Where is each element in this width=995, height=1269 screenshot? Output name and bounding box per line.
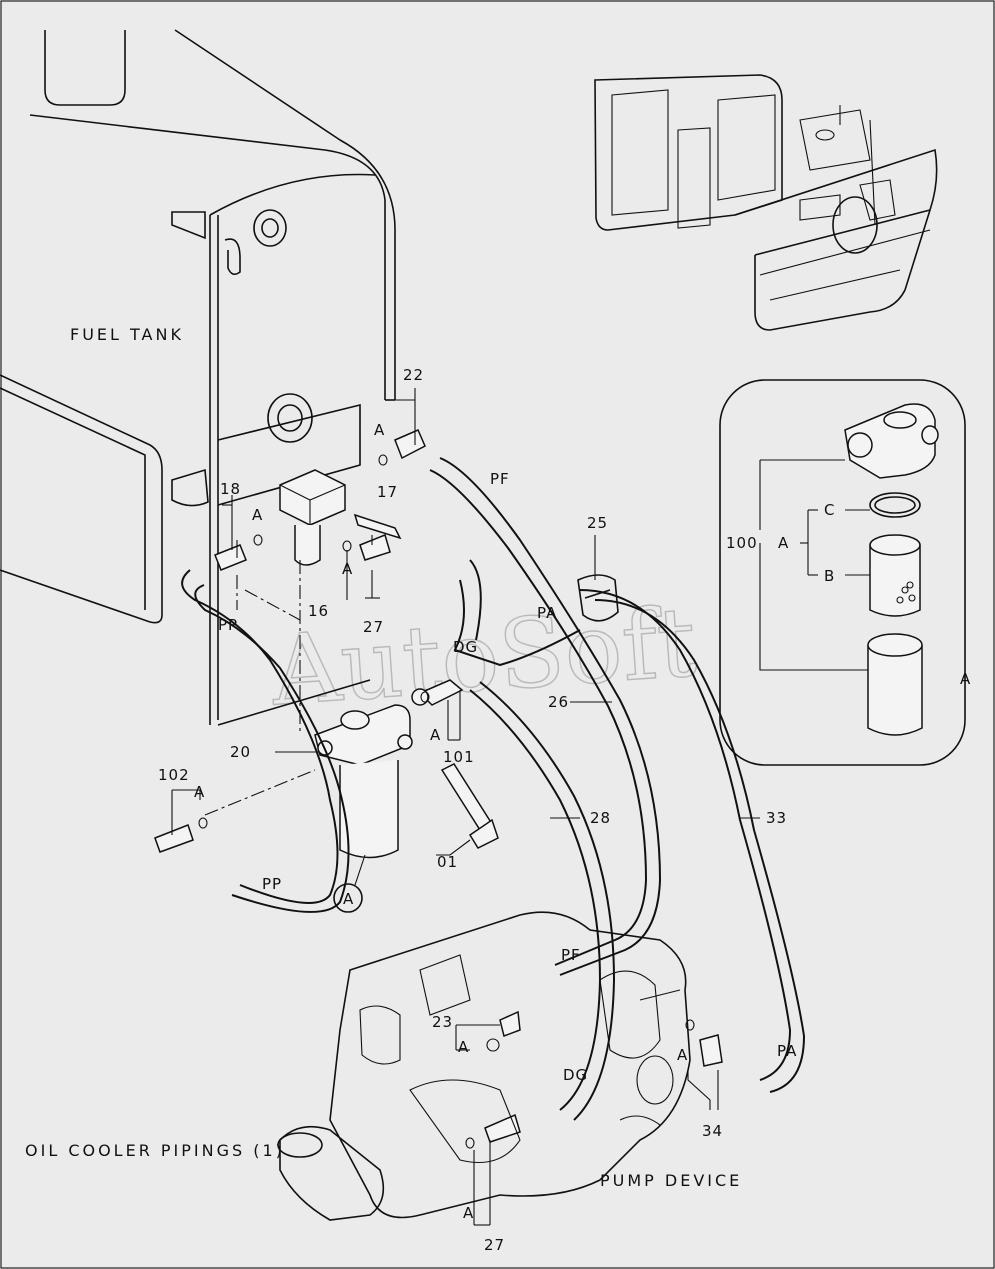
part-27-lower: 27 xyxy=(484,1236,505,1254)
excavator-overview xyxy=(594,74,938,331)
callout-a-6: A xyxy=(458,1038,469,1056)
part-01: 01 xyxy=(437,853,458,871)
port-pf-bottom: PF xyxy=(561,946,581,964)
callout-a-4: A xyxy=(430,726,441,744)
callout-a-7: A xyxy=(677,1046,688,1064)
port-pp-bottom: PP xyxy=(262,875,282,893)
label-fuel-tank: FUEL TANK xyxy=(70,325,184,344)
filter-detail-inset xyxy=(719,379,966,766)
callout-labels: A A A A A A A A A A A B C xyxy=(194,421,971,1222)
inset-label-b: B xyxy=(824,567,835,585)
label-pump-device: PUMP DEVICE xyxy=(600,1171,742,1190)
label-oil-cooler: OIL COOLER PIPINGS (1) xyxy=(25,1141,285,1160)
line-filter-assembly xyxy=(279,469,499,859)
pump-device-drawing xyxy=(277,911,691,1221)
part-27-upper: 27 xyxy=(363,618,384,636)
part-33: 33 xyxy=(766,809,787,827)
port-labels: PF PP PA DG PP PF DG PA xyxy=(218,470,797,1084)
port-pp-left: PP xyxy=(218,616,238,634)
part-17: 17 xyxy=(377,483,398,501)
section-labels: FUEL TANK OIL COOLER PIPINGS (1) PUMP DE… xyxy=(25,325,742,1190)
callout-a-2: A xyxy=(252,506,263,524)
callout-a-circle: A xyxy=(343,890,354,908)
port-pa-mid: PA xyxy=(537,604,557,622)
leader-lines xyxy=(171,388,760,1226)
part-number-labels: 22 18 17 25 16 27 26 20 101 102 28 33 01… xyxy=(158,366,787,1254)
part-23: 23 xyxy=(432,1013,453,1031)
part-102: 102 xyxy=(158,766,190,784)
inset-label-a: A xyxy=(778,534,789,552)
port-pa-bottom: PA xyxy=(777,1042,797,1060)
inset-label-c: C xyxy=(824,501,835,519)
callout-a-1: A xyxy=(374,421,385,439)
part-100: 100 xyxy=(726,534,758,552)
part-16: 16 xyxy=(308,602,329,620)
part-34: 34 xyxy=(702,1122,723,1140)
hoses xyxy=(181,457,806,1121)
port-dg-bottom: DG xyxy=(563,1066,588,1084)
part-26: 26 xyxy=(548,693,569,711)
fittings xyxy=(154,429,723,1149)
callout-a-3: A xyxy=(342,560,353,578)
part-28: 28 xyxy=(590,809,611,827)
part-25: 25 xyxy=(587,514,608,532)
port-pf-top: PF xyxy=(490,470,510,488)
part-101: 101 xyxy=(443,748,475,766)
port-dg-mid: DG xyxy=(453,638,478,656)
callout-a-5: A xyxy=(194,783,205,801)
callout-a-inset-side: A xyxy=(960,670,971,688)
part-22: 22 xyxy=(403,366,424,384)
part-18: 18 xyxy=(220,480,241,498)
callout-a-8: A xyxy=(463,1204,474,1222)
part-20: 20 xyxy=(230,743,251,761)
